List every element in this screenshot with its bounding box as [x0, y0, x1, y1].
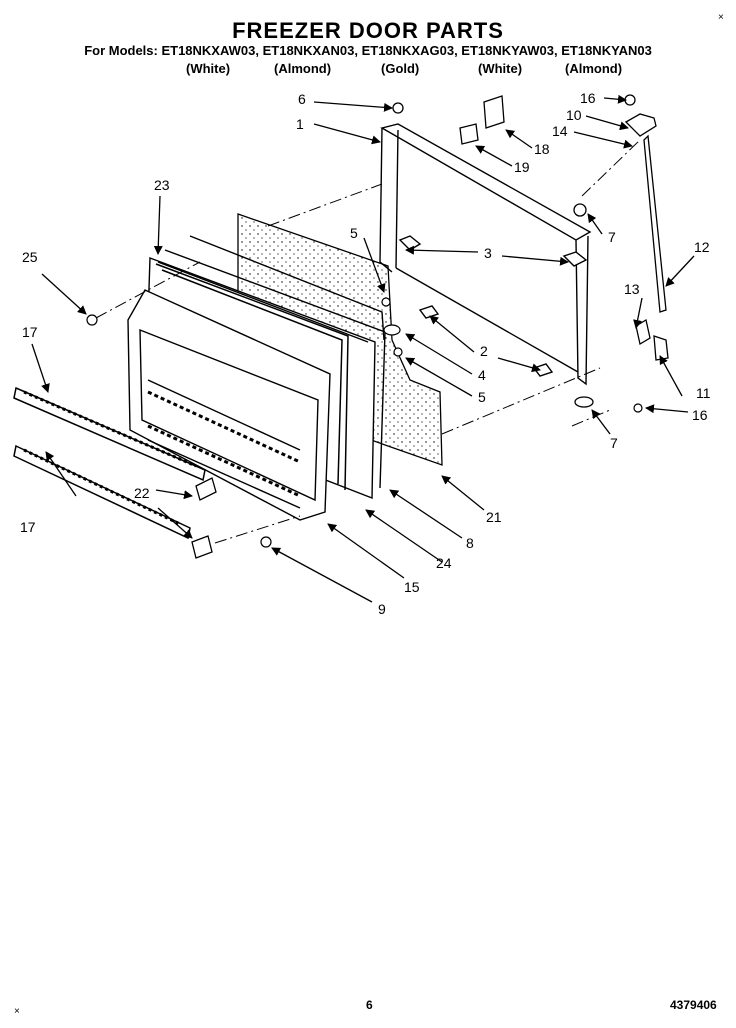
corner-mark-bottom: ×	[14, 1006, 20, 1017]
page-title: FREEZER DOOR PARTS	[232, 18, 504, 43]
callout-5a: 5	[350, 225, 358, 241]
color-label-4: (White)	[478, 61, 523, 76]
callout-17b: 17	[20, 519, 36, 535]
color-label-2: (Almond)	[274, 61, 332, 76]
color-label-3: (Gold)	[381, 61, 420, 76]
callout-25: 25	[22, 249, 38, 265]
callout-2: 2	[480, 343, 488, 359]
callout-19: 19	[514, 159, 530, 175]
callout-4: 4	[478, 367, 486, 383]
screws	[86, 297, 643, 548]
callout-7a: 7	[608, 229, 616, 245]
callout-11: 11	[696, 385, 711, 401]
callout-21: 21	[486, 509, 502, 525]
callout-9: 9	[378, 601, 386, 617]
callout-numbers: 1 2 3 4 5 5 6 7 7 8 9 10 11 12 13 14 15 …	[20, 90, 711, 617]
callout-10: 10	[566, 107, 582, 123]
door-gasket	[155, 263, 349, 491]
callout-22: 22	[134, 485, 150, 501]
models-line: For Models: ET18NKXAW03, ET18NKXAN03, ET…	[84, 43, 652, 58]
callout-24: 24	[436, 555, 452, 571]
leader-arrows	[31, 94, 695, 603]
callout-7b: 7	[610, 435, 618, 451]
callout-5b: 5	[478, 389, 486, 405]
callout-18: 18	[534, 141, 550, 157]
callout-17a: 17	[22, 324, 38, 340]
document-number: 4379406	[670, 998, 717, 1012]
callout-23: 23	[154, 177, 170, 193]
callout-15: 15	[404, 579, 420, 595]
corner-mark-top: ×	[718, 12, 724, 23]
callout-14: 14	[552, 123, 568, 139]
callout-12: 12	[694, 239, 710, 255]
callout-3: 3	[484, 245, 492, 261]
color-label-1: (White)	[186, 61, 231, 76]
callout-8: 8	[466, 535, 474, 551]
callout-16b: 16	[692, 407, 708, 423]
shelf-end-caps	[191, 477, 217, 559]
callout-13: 13	[624, 281, 640, 297]
dash-dot-assembly-lines	[95, 139, 641, 544]
callout-1: 1	[296, 116, 304, 132]
door-frame	[379, 123, 592, 386]
callout-6: 6	[298, 91, 306, 107]
color-label-5: (Almond)	[565, 61, 623, 76]
callout-16a: 16	[580, 90, 596, 106]
door-liner-tray	[127, 289, 331, 521]
page-number: 6	[366, 998, 373, 1012]
